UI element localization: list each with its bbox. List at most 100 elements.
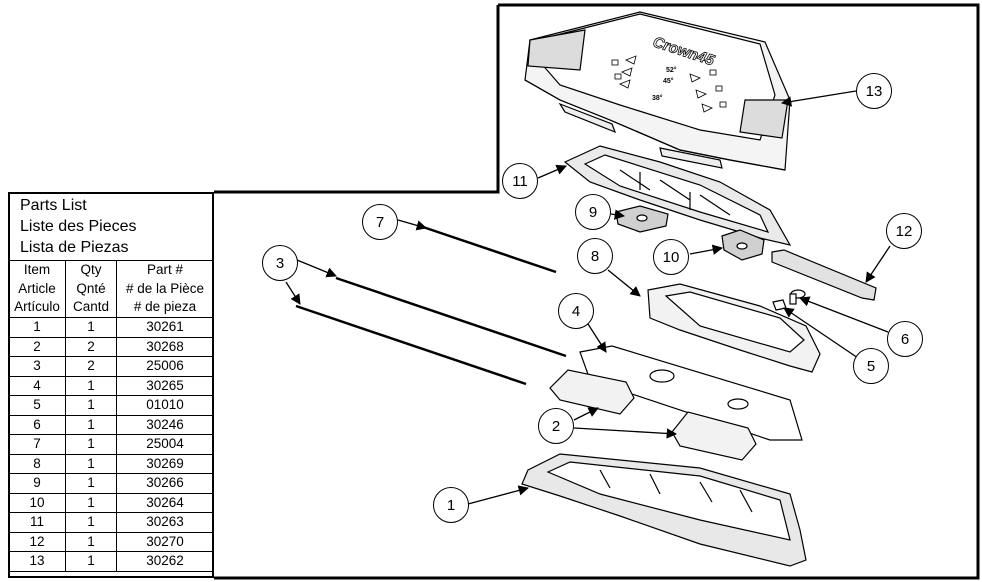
cell-qty: 1 <box>65 395 117 416</box>
leader-12 <box>865 245 891 283</box>
cell-part-number: 30263 <box>116 512 214 533</box>
part-3-rod-b <box>295 304 527 386</box>
cell-qty: 1 <box>65 414 117 436</box>
part-1-base <box>521 453 807 567</box>
cell-item: 13 <box>8 551 66 572</box>
cell-item: 2 <box>8 336 66 358</box>
cell-part-number: 01010 <box>116 395 214 416</box>
cell-item: 10 <box>8 492 66 514</box>
callout-3: 3 <box>262 245 298 281</box>
cell-part-number: 30262 <box>116 551 214 572</box>
cell-item: 5 <box>8 395 66 416</box>
cell-qty: 1 <box>65 434 117 455</box>
cell-qty: 1 <box>65 512 117 533</box>
cell-item: 7 <box>8 434 66 455</box>
leader-8 <box>607 269 641 297</box>
cell-part-number: 25006 <box>116 356 214 377</box>
cell-item: 8 <box>8 453 66 475</box>
leader-2b <box>573 427 678 439</box>
callout-9: 9 <box>575 194 611 230</box>
cell-item: 1 <box>8 317 66 338</box>
callout-8: 8 <box>577 238 613 274</box>
cell-qty: 1 <box>65 375 117 397</box>
parts-list-title-es: Lista de Piezas <box>20 239 129 256</box>
leader-9 <box>610 209 626 220</box>
inset-frame <box>214 3 980 580</box>
callout-7: 7 <box>362 204 398 240</box>
part-8-tray <box>647 283 821 373</box>
callout-1: 1 <box>433 487 469 523</box>
angle-label-1: 52° <box>666 66 677 74</box>
leader-5 <box>783 307 859 359</box>
cell-item: 12 <box>8 531 66 553</box>
cell-item: 4 <box>8 375 66 397</box>
housing-angle-markers <box>611 55 727 113</box>
cell-part-number: 30269 <box>116 453 214 475</box>
cell-part-number: 30265 <box>116 375 214 397</box>
cell-qty: 1 <box>65 473 117 494</box>
callout-10: 10 <box>653 239 689 275</box>
cell-item: 9 <box>8 473 66 494</box>
part-2-pad-b <box>671 411 757 461</box>
cell-part-number: 30268 <box>116 336 214 358</box>
leader-lines <box>285 90 891 505</box>
header-part-number: Part ## de la Pièce# de pieza <box>116 259 214 319</box>
parts-list-title: Parts List Liste des Pieces Lista de Pie… <box>10 194 212 258</box>
cell-part-number: 30264 <box>116 492 214 514</box>
part-10-clip <box>721 229 765 261</box>
cell-qty: 1 <box>65 531 117 553</box>
angle-label-2: 45° <box>663 77 674 85</box>
callout-4: 4 <box>558 293 594 329</box>
leader-7 <box>397 219 427 231</box>
angle-label-3: 38° <box>652 94 663 102</box>
leader-2a <box>573 407 599 421</box>
callout-5: 5 <box>853 348 889 384</box>
leader-6 <box>799 296 889 333</box>
cell-part-number: 30261 <box>116 317 214 338</box>
cell-item: 6 <box>8 414 66 436</box>
leader-3a <box>296 259 337 278</box>
cell-qty: 1 <box>65 453 117 475</box>
part-7-rod <box>419 224 557 274</box>
callout-11: 11 <box>502 163 538 199</box>
part-6-screw <box>789 289 806 305</box>
cell-part-number: 25004 <box>116 434 214 455</box>
part-12-bar <box>771 249 877 301</box>
leader-3b <box>285 281 301 305</box>
cell-qty: 2 <box>65 356 117 377</box>
callout-13: 13 <box>856 73 892 109</box>
parts-list-title-en: Parts List <box>20 197 87 214</box>
leader-4 <box>587 323 607 353</box>
cell-part-number: 30270 <box>116 531 214 553</box>
cell-qty: 1 <box>65 317 117 338</box>
part-11-frame <box>563 145 792 246</box>
cell-qty: 1 <box>65 551 117 572</box>
callout-12: 12 <box>886 213 922 249</box>
leader-1 <box>467 485 530 505</box>
leader-10 <box>689 244 724 255</box>
part-13-top-housing <box>524 11 791 171</box>
cell-qty: 1 <box>65 492 117 514</box>
cell-item: 11 <box>8 512 66 533</box>
cell-qty: 2 <box>65 336 117 358</box>
cell-part-number: 30266 <box>116 473 214 494</box>
parts-list: Parts List Liste des Pieces Lista de Pie… <box>8 192 214 578</box>
